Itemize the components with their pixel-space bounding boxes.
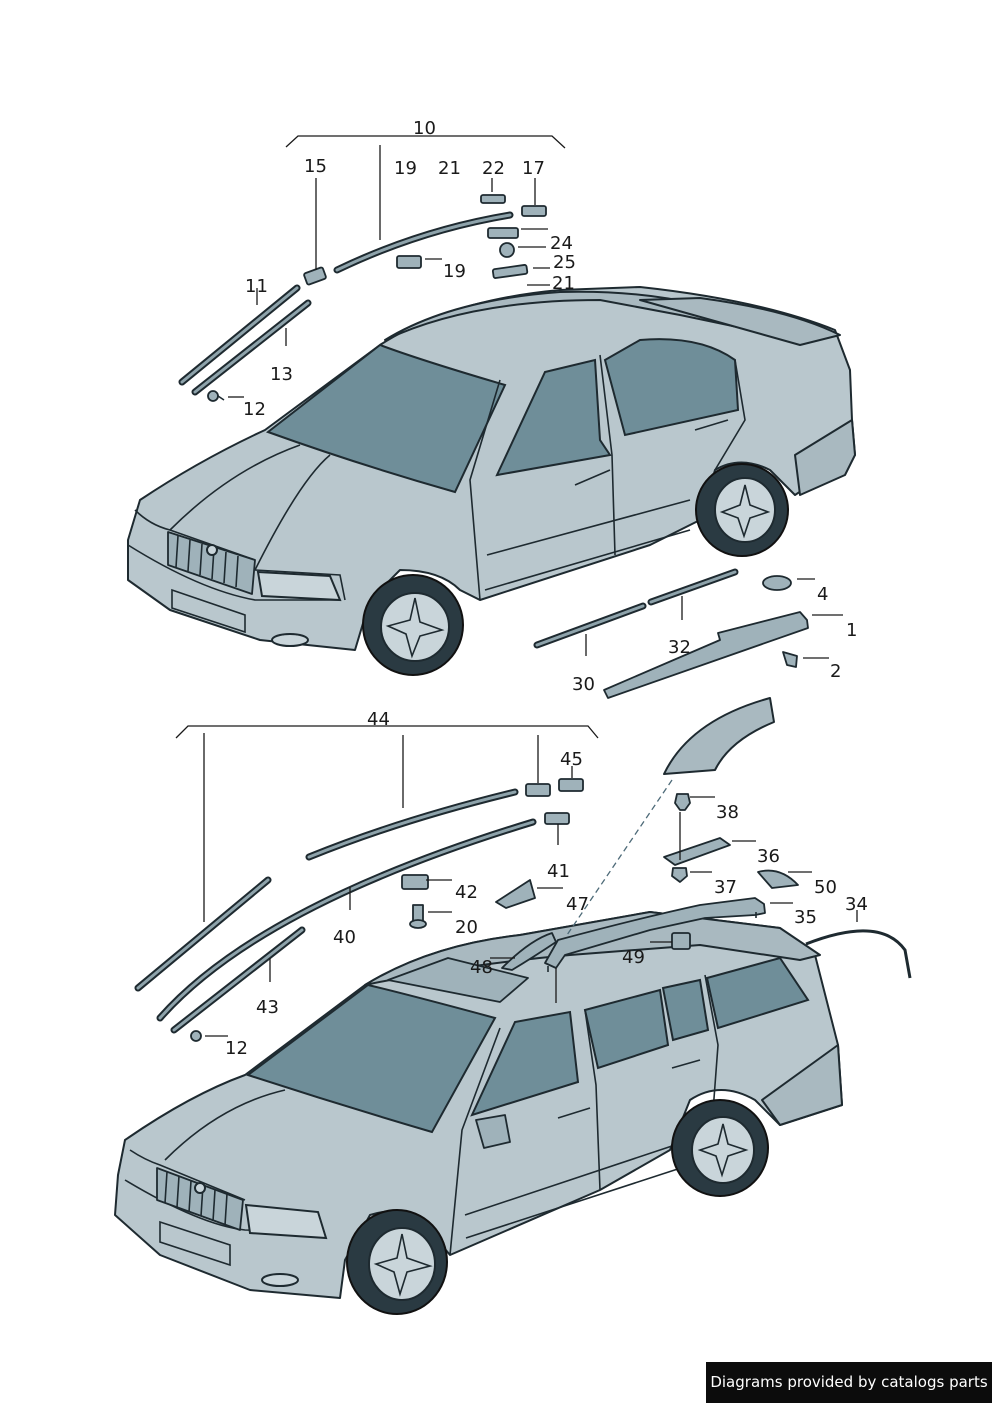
estate-parts bbox=[134, 697, 912, 1042]
callout-19a: 19 bbox=[394, 158, 417, 179]
callout-22: 22 bbox=[482, 158, 505, 179]
callout-35: 35 bbox=[794, 907, 817, 928]
callout-21b: 21 bbox=[552, 273, 575, 294]
callout-24: 24 bbox=[550, 233, 573, 254]
callout-45: 45 bbox=[560, 749, 583, 770]
callout-43: 43 bbox=[256, 997, 279, 1018]
callout-42: 42 bbox=[455, 882, 478, 903]
estate-leaders bbox=[175, 725, 858, 1037]
callout-4: 4 bbox=[817, 584, 828, 605]
sedan-leaders bbox=[228, 135, 843, 659]
callout-15: 15 bbox=[304, 156, 327, 177]
callout-13: 13 bbox=[270, 364, 293, 385]
callout-2: 2 bbox=[830, 661, 841, 682]
callout-50: 50 bbox=[814, 877, 837, 898]
callout-47: 47 bbox=[566, 894, 589, 915]
callout-41: 41 bbox=[547, 861, 570, 882]
callout-19b: 19 bbox=[443, 261, 466, 282]
callout-37: 37 bbox=[714, 877, 737, 898]
callout-12b: 12 bbox=[225, 1038, 248, 1059]
callout-12a: 12 bbox=[243, 399, 266, 420]
callout-11: 11 bbox=[245, 276, 268, 297]
callout-30: 30 bbox=[572, 674, 595, 695]
callout-36: 36 bbox=[757, 846, 780, 867]
callout-20: 20 bbox=[455, 917, 478, 938]
callout-17: 17 bbox=[522, 158, 545, 179]
sedan-callouts: 10 15 19 21 22 17 24 19 25 21 11 13 12 4… bbox=[243, 118, 857, 695]
callout-34: 34 bbox=[845, 894, 868, 915]
callout-44: 44 bbox=[367, 709, 390, 730]
callout-38: 38 bbox=[716, 802, 739, 823]
catalog-credit-banner[interactable]: Diagrams provided by catalogs parts bbox=[706, 1362, 992, 1403]
callout-49: 49 bbox=[622, 947, 645, 968]
callout-25: 25 bbox=[553, 252, 576, 273]
callout-48: 48 bbox=[470, 957, 493, 978]
sedan-parts bbox=[178, 194, 809, 699]
callout-40: 40 bbox=[333, 927, 356, 948]
estate-callouts: 44 45 38 36 41 42 37 50 47 34 35 20 40 4… bbox=[225, 709, 868, 1059]
callout-21a: 21 bbox=[438, 158, 461, 179]
callout-32: 32 bbox=[668, 637, 691, 658]
callout-10: 10 bbox=[413, 118, 436, 139]
callout-1: 1 bbox=[846, 620, 857, 641]
estate-illustration bbox=[114, 897, 843, 1315]
sedan-illustration bbox=[127, 286, 856, 676]
